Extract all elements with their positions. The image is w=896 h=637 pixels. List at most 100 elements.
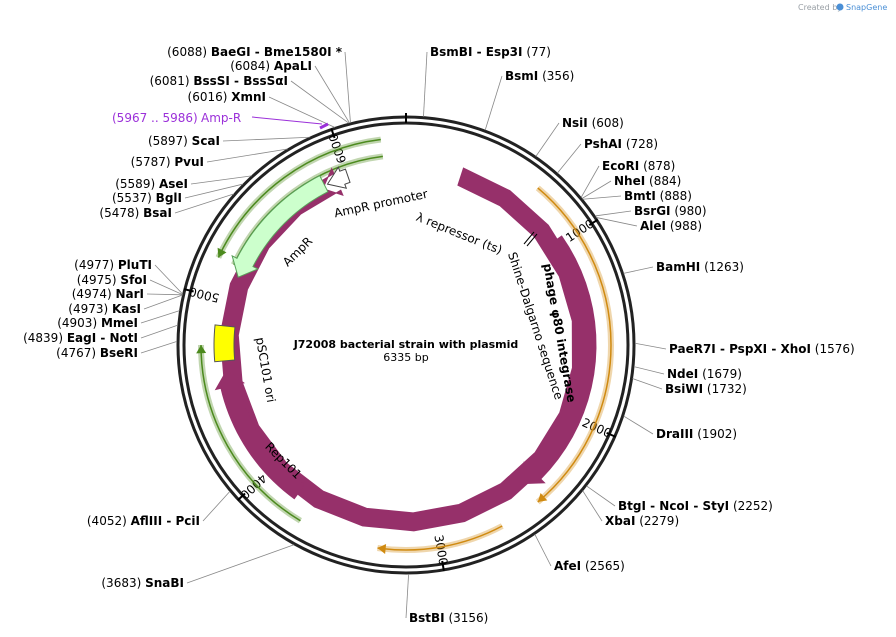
features: λ repressor (ts)phage φ80 integraseShine… [213, 166, 597, 532]
site-label: PshAI (728) [584, 137, 658, 151]
feature-psc101-ori [213, 324, 236, 363]
tick-mark [183, 288, 194, 293]
watermark-brand: SnapGene [846, 3, 887, 12]
site-label: (4839) EagI - NotI [23, 331, 138, 345]
site-leader [580, 165, 600, 198]
site-leader [405, 573, 410, 619]
site-leader [290, 80, 350, 124]
site-leader [140, 310, 180, 324]
site-leader [484, 75, 503, 131]
site-label: (3683) SnaBI [101, 576, 184, 590]
primer-range: (5967 .. 5986) [112, 111, 198, 125]
site-leader [596, 217, 638, 227]
site-leader [623, 266, 654, 274]
site-label: NdeI (1679) [667, 367, 742, 381]
site-label: (5478) BsaI [99, 206, 172, 220]
tick-mark [330, 128, 336, 139]
site-leader [557, 143, 582, 174]
orf-lambda-repressor [377, 525, 503, 551]
site-label: AleI (988) [640, 219, 702, 233]
label-ampr: AmpR [280, 234, 315, 269]
site-leader [186, 544, 295, 584]
site-leader [190, 175, 252, 185]
site-leader [140, 341, 178, 354]
site-leader [140, 324, 178, 339]
site-label: (5897) ScaI [148, 134, 220, 148]
site-leader [344, 51, 351, 123]
site-leader [268, 96, 335, 128]
site-label: (4974) NarI [72, 287, 144, 301]
primer-mark [319, 122, 329, 130]
site-label: NsiI (608) [562, 116, 624, 130]
tick-label: 3000 [431, 534, 450, 566]
site-leader [633, 366, 665, 375]
map-size: 6335 bp [383, 351, 428, 364]
site-leader [535, 122, 560, 157]
feature-phage-integrase [521, 235, 597, 485]
orf-ampr-arrowhead [217, 247, 227, 258]
site-label: XbaI (2279) [605, 514, 679, 528]
site-label: (4975) SfoI [77, 273, 147, 287]
feature-rep101 [214, 369, 306, 500]
tick-mark [588, 218, 599, 227]
site-label: EcoRI (878) [602, 159, 675, 173]
site-leader [632, 378, 663, 390]
site-label: (4903) MmeI [57, 316, 138, 330]
feature-ampr-promoter [326, 166, 351, 189]
orf-integrase-arrowhead [537, 492, 548, 503]
site-leader [222, 136, 310, 142]
site-leader [582, 490, 603, 522]
site-leader [623, 415, 654, 435]
primer-label: Amp-R [201, 111, 241, 125]
orf-ampr [217, 138, 381, 258]
site-label: (6088) BaeGI - Bme1580I * [167, 45, 343, 59]
site-label: PaeR7I - PspXI - XhoI (1576) [669, 342, 855, 356]
tick-mark [441, 560, 445, 572]
site-label: (5537) BglI [112, 191, 182, 205]
feature-ampr [231, 175, 329, 278]
site-label: (5787) PvuI [131, 155, 204, 169]
site-label: DraIII (1902) [656, 427, 737, 441]
site-label: BstBI (3156) [409, 611, 488, 625]
watermark-created-by: Created by [798, 3, 842, 12]
site-label: BsiWI (1732) [665, 382, 747, 396]
site-label: BsrGI (980) [634, 204, 707, 218]
site-leader [423, 51, 428, 117]
site-label: BsmI (356) [505, 69, 574, 83]
site-label: (4052) AflIII - PciI [87, 514, 200, 528]
site-leader [206, 148, 288, 163]
site-label: BamHI (1263) [656, 260, 744, 274]
site-label: (6081) BssSI - BssSαI [150, 74, 288, 88]
label-psc101-ori: pSC101 ori [253, 336, 278, 403]
site-label: BtgI - NcoI - StyI (2252) [618, 499, 773, 513]
orf-rep101 [200, 344, 301, 522]
site-leader [582, 195, 622, 200]
label-ampr-promoter: AmpR promoter [333, 187, 429, 221]
feature-shine-dalgarno [523, 231, 535, 245]
tick-mark [606, 431, 617, 438]
site-leader [586, 485, 616, 507]
site-label: (5589) AseI [115, 177, 188, 191]
site-label: (6084) ApaLI [230, 59, 312, 73]
site-leader [174, 193, 235, 214]
site-leader [534, 534, 552, 567]
site-leaders [140, 51, 667, 619]
site-label: NheI (884) [614, 174, 681, 188]
site-label: (6016) XmnI [188, 90, 266, 104]
site-leader [634, 342, 667, 350]
site-label: (4767) BseRI [56, 346, 138, 360]
site-label: (4973) KasI [68, 302, 141, 316]
orf-rep101-arrowhead [196, 345, 207, 354]
site-label: BmtI (888) [624, 189, 692, 203]
site-leader [146, 293, 183, 296]
site-leader [184, 183, 244, 199]
site-labels: BsmBI - Esp3I (77)BsmI (356)NsiI (608)Ps… [23, 45, 855, 625]
site-leader [154, 264, 184, 295]
site-leader [581, 180, 612, 199]
site-label: AfeI (2565) [554, 559, 625, 573]
tick-label: 5000 [188, 284, 221, 305]
feature-shine-dalgarno-2 [526, 233, 538, 247]
orf-integrase [537, 187, 612, 503]
snapgene-logo-icon [836, 3, 844, 11]
